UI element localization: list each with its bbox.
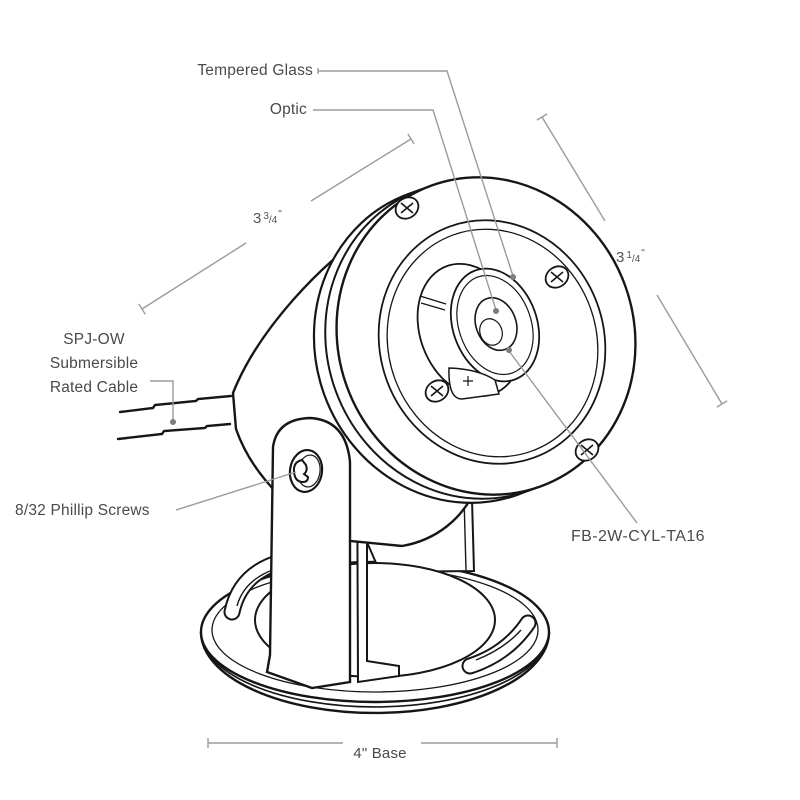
leader-screws: [175, 471, 297, 511]
flange-screw-icon: [424, 379, 450, 403]
lens-aperture: [479, 318, 503, 346]
dimension-line-depth: [536, 113, 728, 408]
callout-dot-tempered-glass: [510, 274, 516, 280]
dimension-line-width: [138, 133, 415, 315]
leader-cable: [150, 380, 174, 420]
lens-housing-inner-ring: [456, 274, 534, 376]
leader-tempered-glass: [317, 68, 514, 277]
dim-depth-denominator: 4: [634, 254, 641, 265]
callout-dot-model: [506, 347, 512, 353]
yoke-front-arm: [265, 416, 352, 690]
leader-optic: [313, 109, 497, 311]
housing-tab: [448, 367, 500, 400]
callout-dot-optic: [493, 308, 499, 314]
label-model-number: FB-2W-CYL-TA16: [571, 528, 705, 545]
dim-width-denominator: 4: [271, 215, 278, 226]
label-tempered-glass: Tempered Glass: [197, 62, 313, 79]
label-cable-line3: Rated Cable: [49, 379, 139, 396]
label-cable: SPJ-OW Submersible Rated Cable: [26, 328, 162, 400]
alignment-cross-mark: [463, 376, 473, 386]
dim-width-unit: ": [278, 209, 282, 220]
label-cable-line2: Submersible: [49, 355, 139, 372]
flange-screw-icon: [544, 265, 570, 289]
housing-step: [419, 295, 447, 311]
dimension-line-base: [207, 738, 558, 748]
base-slot-right: [461, 614, 537, 675]
bezel-ring-outer: [377, 219, 607, 465]
flange-screw-icon: [394, 196, 420, 220]
bezel-ring-inner: [386, 228, 599, 458]
callout-dot-cable: [170, 419, 176, 425]
dim-depth-numerator: 1: [626, 250, 632, 261]
label-base-dimension: 4" Base: [353, 745, 407, 762]
dim-depth-unit: ": [641, 248, 645, 259]
dim-width-separator: /: [268, 215, 272, 226]
dim-width-whole: 3: [253, 210, 262, 227]
power-cable: [116, 394, 233, 441]
label-optic: Optic: [269, 101, 307, 118]
dim-depth-separator: /: [631, 254, 635, 265]
dim-depth-whole: 3: [616, 249, 625, 266]
label-phillip-screws: 8/32 Phillip Screws: [15, 502, 150, 519]
fixture-head: [312, 176, 637, 504]
yoke-pivot-screw-icon: [288, 448, 324, 494]
label-cable-line1: SPJ-OW: [63, 331, 125, 348]
lens-optic: [474, 296, 518, 352]
leader-model: [508, 350, 638, 524]
dim-width-numerator: 3: [263, 211, 269, 222]
flange-screw-icon: [574, 438, 600, 462]
